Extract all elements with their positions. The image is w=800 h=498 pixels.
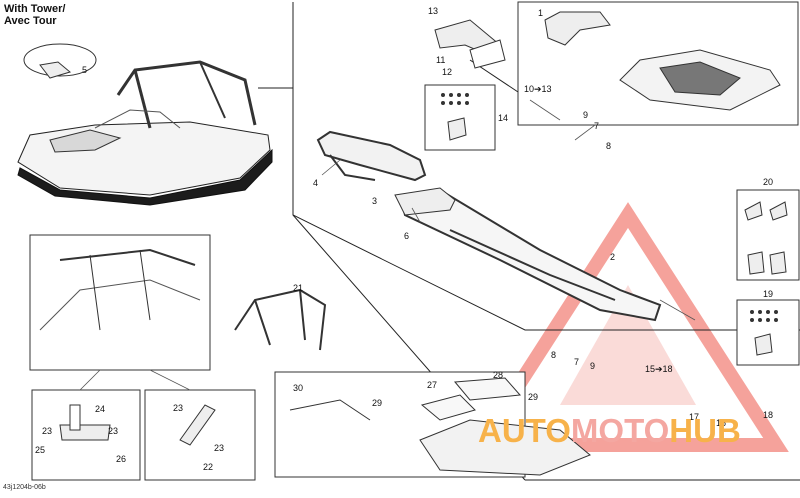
- diagram-title-french: Avec Tour: [4, 15, 57, 27]
- part-label-30[interactable]: 30: [293, 383, 304, 393]
- watermark-text-auto: AUTO: [478, 412, 571, 449]
- part-label-5[interactable]: 5: [82, 65, 88, 75]
- part-label-15-18[interactable]: 15➔18: [645, 364, 673, 374]
- part-label-13[interactable]: 13: [428, 6, 439, 16]
- part-label-18[interactable]: 18: [763, 410, 774, 420]
- part-label-20[interactable]: 20: [763, 177, 774, 187]
- part-label-21[interactable]: 21: [293, 283, 304, 293]
- part-label-23b[interactable]: 23: [108, 426, 119, 436]
- part-label-10-13[interactable]: 10➔13: [524, 84, 552, 94]
- part-label-19[interactable]: 19: [763, 289, 774, 299]
- part-label-25[interactable]: 25: [35, 445, 46, 455]
- part-label-23c[interactable]: 23: [173, 403, 184, 413]
- part-label-8b[interactable]: 8: [551, 350, 557, 360]
- part-label-23d[interactable]: 23: [214, 443, 225, 453]
- part-label-9b[interactable]: 9: [590, 361, 596, 371]
- part-label-4[interactable]: 4: [313, 178, 319, 188]
- part-label-27[interactable]: 27: [427, 380, 438, 390]
- part-21-bimini-frame: [234, 288, 327, 351]
- part-11-13-bracket: [434, 19, 506, 69]
- part-label-11[interactable]: 11: [436, 55, 446, 65]
- part-label-29b[interactable]: 29: [528, 392, 539, 402]
- part-label-1[interactable]: 1: [538, 8, 544, 18]
- part-label-6[interactable]: 6: [404, 231, 410, 241]
- diagram-code: 43j1204b-06b: [3, 484, 46, 491]
- part-19-box: [736, 299, 800, 366]
- part-3-bracket: [394, 187, 456, 216]
- part-label-12[interactable]: 12: [442, 67, 453, 77]
- part-label-7b[interactable]: 7: [574, 357, 580, 367]
- part-20-box: [736, 189, 800, 281]
- diagram-title-english: With Tower/: [4, 3, 66, 15]
- part-label-23a[interactable]: 23: [42, 426, 53, 436]
- watermark-wordmark: AUTOMOTOHUB: [478, 414, 741, 448]
- part-label-22[interactable]: 22: [203, 462, 214, 472]
- part-label-28[interactable]: 28: [493, 370, 504, 380]
- part-label-16[interactable]: 16: [716, 418, 727, 428]
- part-2-tower-arm: [398, 188, 662, 322]
- bottom-boat-box: [274, 371, 591, 478]
- part-14-hardware-box: [424, 84, 496, 151]
- part-label-26[interactable]: 26: [116, 454, 127, 464]
- leader-lines: [79, 99, 696, 391]
- part-label-14[interactable]: 14: [498, 113, 509, 123]
- part-4-tower-frame: [316, 130, 427, 182]
- part-label-9a[interactable]: 9: [583, 110, 589, 120]
- boat-with-tower-illustration: [17, 60, 273, 206]
- part-label-24[interactable]: 24: [95, 404, 106, 414]
- part-label-2[interactable]: 2: [610, 252, 616, 262]
- part-label-29a[interactable]: 29: [372, 398, 383, 408]
- bimini-frame-box: [29, 234, 211, 371]
- watermark-text-hub: HUB: [669, 412, 741, 449]
- part-5-illustration: [23, 43, 97, 79]
- part-label-7a[interactable]: 7: [594, 121, 600, 131]
- detail-boxes-bottom-left: [31, 389, 256, 481]
- part-label-3[interactable]: 3: [372, 196, 378, 206]
- part-1-floor-mat-box: [517, 1, 799, 126]
- watermark-text-moto: MOTO: [570, 412, 670, 449]
- part-label-8a[interactable]: 8: [606, 141, 612, 151]
- part-label-17[interactable]: 17: [689, 412, 700, 422]
